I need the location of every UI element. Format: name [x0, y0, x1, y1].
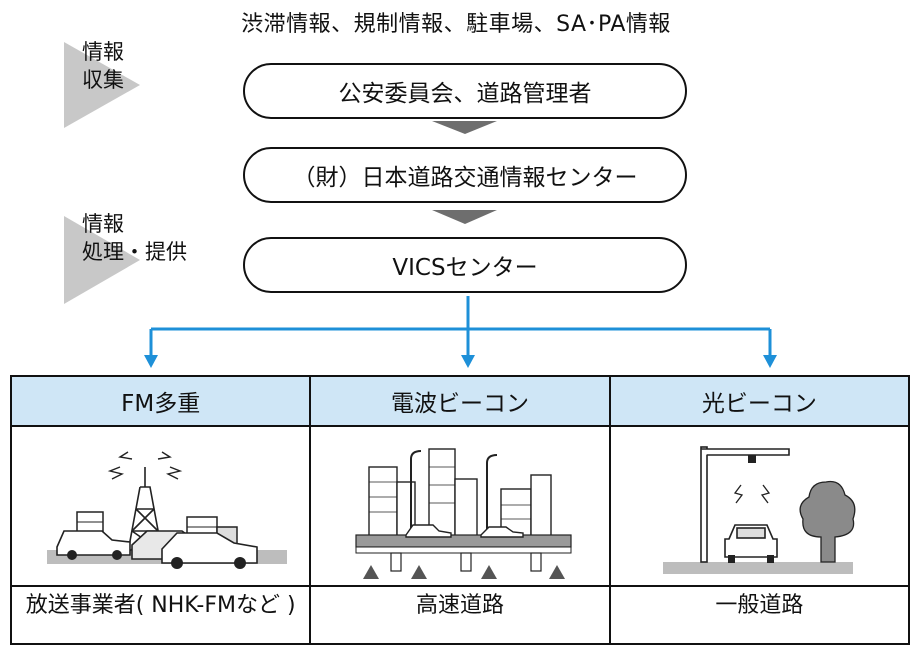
header-optical-beacon: 光ビーコン: [608, 375, 911, 427]
caption-expressway: 高速道路: [309, 585, 611, 645]
processing-label-line2: 処理・提供: [82, 240, 187, 264]
header-fm: FM多重: [9, 375, 312, 427]
collection-label-line2: 収集: [82, 68, 124, 92]
blue-arrowhead-left: [144, 355, 158, 368]
down-arrow-2: [432, 210, 497, 224]
fm-illustration-cell: [9, 425, 312, 587]
step-police-road-admin: 公安委員会、道路管理者: [243, 63, 687, 119]
caption-ordinary-road: 一般道路: [608, 585, 911, 645]
blue-arrowhead-center: [461, 355, 475, 368]
header-radio-beacon: 電波ビーコン: [309, 375, 611, 427]
radio-beacon-illustration-cell: [309, 425, 611, 587]
processing-side-arrow: [64, 216, 140, 304]
flow-arrows-layer: [64, 42, 777, 368]
step-jartic: （財）日本道路交通情報センター: [243, 147, 687, 203]
processing-label: 情報 処理・提供: [82, 210, 187, 266]
step-vics-center: VICSセンター: [243, 237, 687, 293]
collection-label: 情報 収集: [82, 38, 124, 94]
down-arrow-1: [432, 121, 497, 134]
tower-traffic-illustration: [47, 451, 287, 569]
information-sources: 渋滞情報、規制情報、駐車場、SA･PA情報: [241, 12, 671, 37]
processing-label-line1: 情報: [82, 212, 124, 236]
collection-side-arrow: [64, 42, 140, 128]
media-table: FM多重 電波ビーコン 光ビーコン: [9, 375, 911, 645]
distribution-lines: [149, 296, 772, 358]
expressway-illustration: [355, 448, 572, 579]
optical-beacon-illustration-cell: [608, 425, 911, 587]
collection-label-line1: 情報: [82, 40, 124, 64]
caption-broadcaster: 放送事業者( NHK-FMなど ): [9, 585, 312, 645]
blue-arrowhead-right: [763, 355, 777, 368]
ordinary-road-illustration: [662, 446, 856, 574]
